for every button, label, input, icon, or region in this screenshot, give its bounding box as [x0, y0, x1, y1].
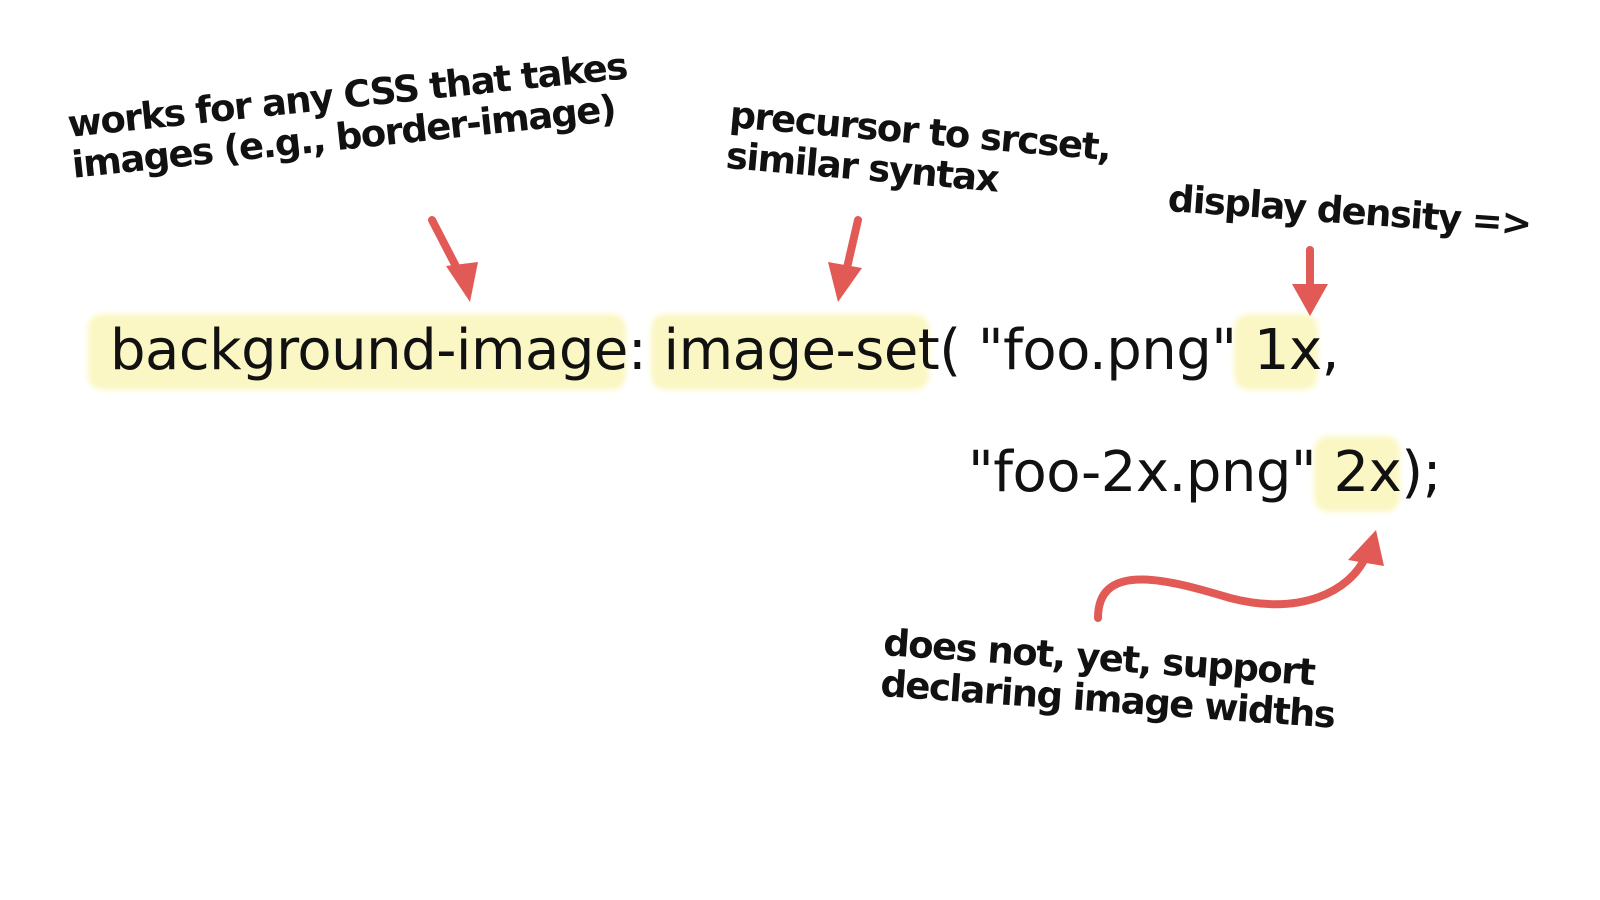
highlight-2x [1318, 440, 1396, 508]
arrow-precursor [828, 216, 862, 302]
code-line-2: "foo-2x.png" 2x); [968, 440, 1441, 505]
arrow-widths [1094, 530, 1384, 622]
highlight-image-set [655, 318, 925, 386]
code-line-1: background-image: image-set( "foo.png" 1… [110, 318, 1339, 383]
arrow-density [1292, 246, 1328, 316]
annotation-density-line-1: display density => [1166, 177, 1533, 246]
highlight-1x [1238, 318, 1314, 386]
annotation-precursor: precursor to srcset, similar syntax [724, 93, 1112, 210]
highlight-background-image [92, 318, 622, 386]
arrow-css-any [428, 216, 478, 302]
annotation-density: display density => [1166, 177, 1533, 246]
annotation-css-any: works for any CSS that takes images (e.g… [66, 45, 633, 188]
annotation-widths: does not, yet, support declaring image w… [879, 621, 1339, 737]
